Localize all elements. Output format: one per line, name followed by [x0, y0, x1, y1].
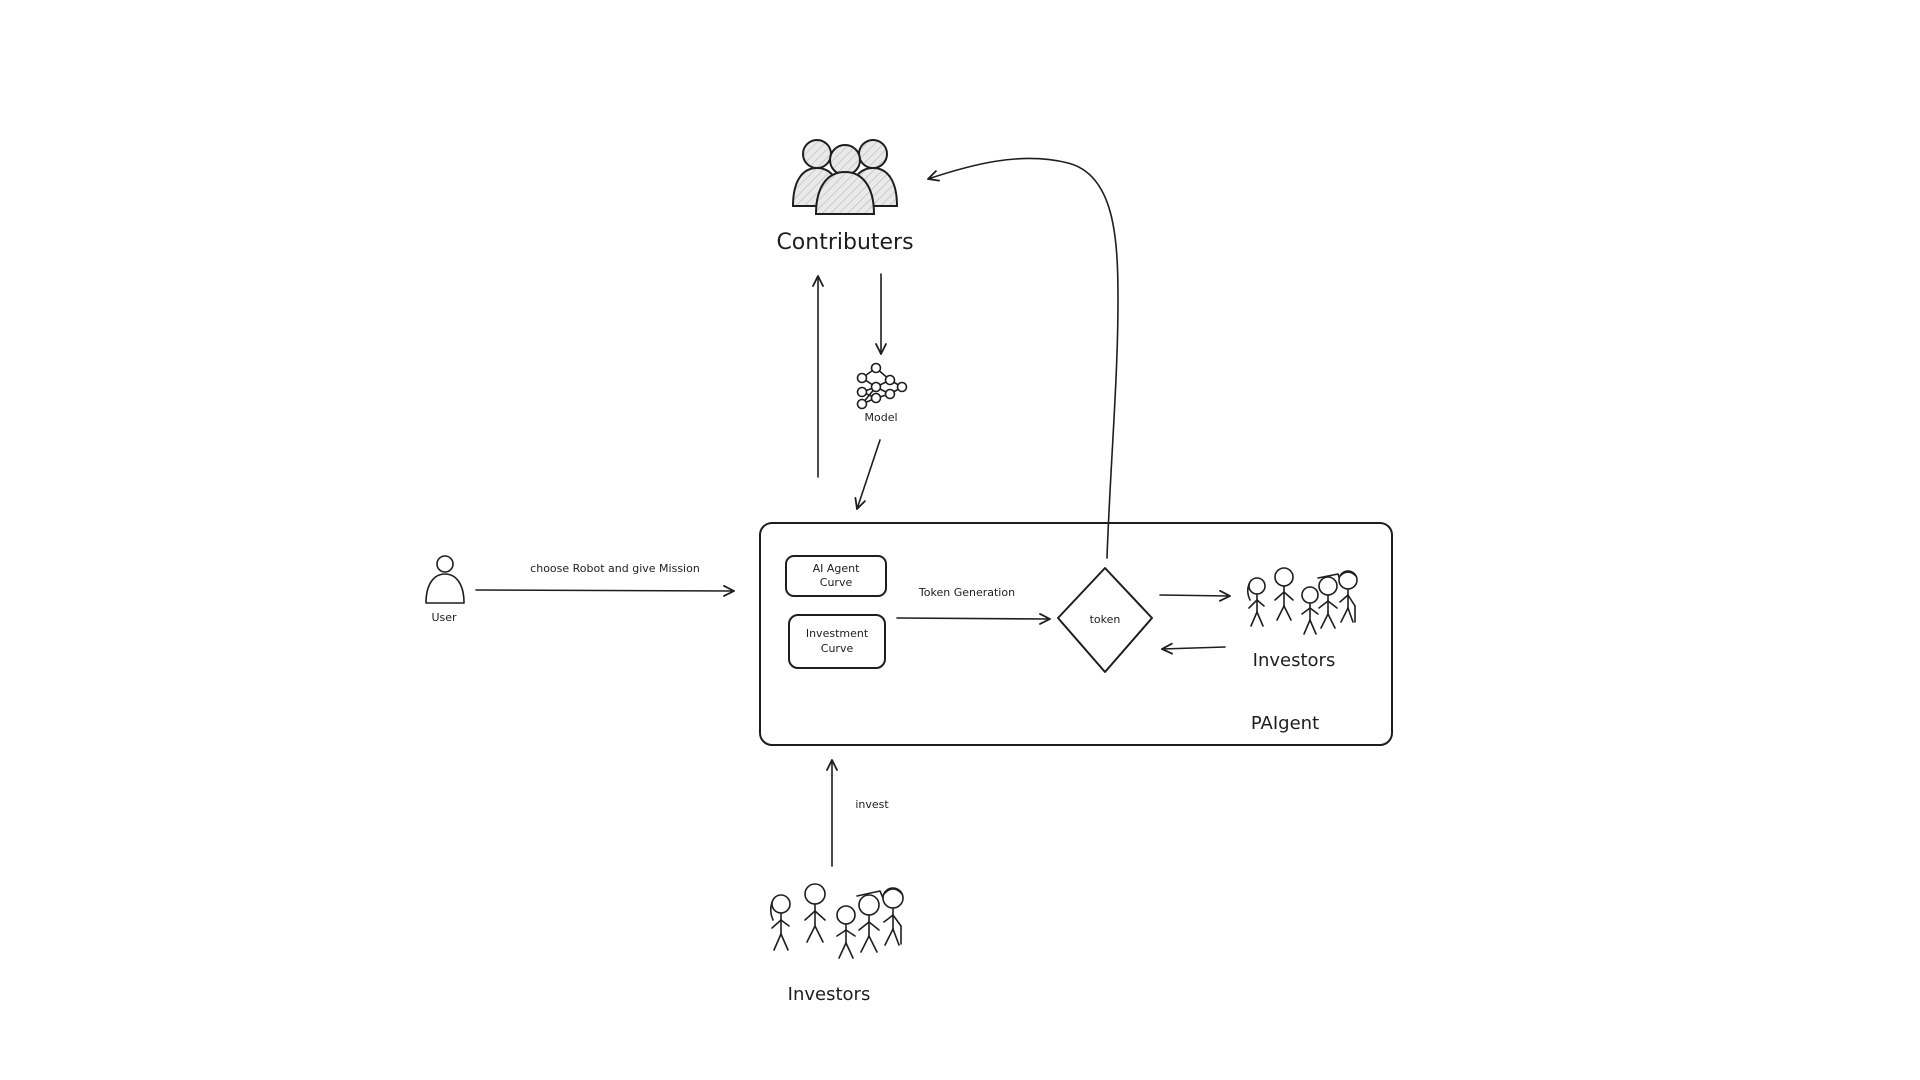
user-to-platform-arrow — [475, 585, 735, 597]
investment-curve-label-line1: Investment — [806, 627, 869, 640]
model-node: Model — [856, 362, 908, 424]
investors-bottom-label: Investors — [788, 984, 871, 1005]
token-label: token — [1090, 613, 1121, 626]
model-label: Model — [864, 411, 897, 424]
stick-figure-group-icon — [1246, 567, 1358, 635]
investors-bottom-node: Investors — [769, 883, 904, 1005]
token-node: token — [1057, 567, 1153, 673]
contributors-node: Contributers — [776, 139, 914, 255]
ai-agent-curve-label-line1: AI Agent — [813, 562, 861, 575]
invest-label: invest — [855, 798, 889, 811]
neural-network-icon — [856, 362, 908, 410]
ai-agent-curve-box: AI Agent Curve — [785, 555, 887, 597]
user-node: User — [425, 555, 465, 624]
platform-label: PAIgent — [1251, 713, 1319, 734]
token-to-contributors-arrow — [927, 157, 1119, 559]
user-to-platform-label: choose Robot and give Mission — [530, 562, 700, 575]
contributors-label: Contributers — [776, 230, 913, 255]
user-icon — [425, 555, 465, 604]
model-to-platform-arrow — [854, 439, 881, 510]
investors-right-label: Investors — [1253, 650, 1336, 671]
token-to-investors-arrow — [1159, 589, 1231, 602]
investors-right-node: Investors — [1246, 567, 1358, 671]
stick-figure-group-icon — [769, 883, 904, 959]
investors-to-token-arrow — [1161, 642, 1226, 655]
investment-curve-box: Investment Curve — [788, 614, 886, 669]
user-label: User — [431, 611, 457, 624]
ai-agent-curve-label-line2: Curve — [820, 576, 853, 589]
token-generation-label: Token Generation — [918, 586, 1015, 599]
investment-curve-label-line2: Curve — [821, 642, 854, 655]
platform-container: PAIgent AI Agent Curve Investment Curve … — [759, 522, 1393, 746]
people-group-icon — [791, 139, 899, 215]
token-generation-arrow — [896, 613, 1051, 625]
